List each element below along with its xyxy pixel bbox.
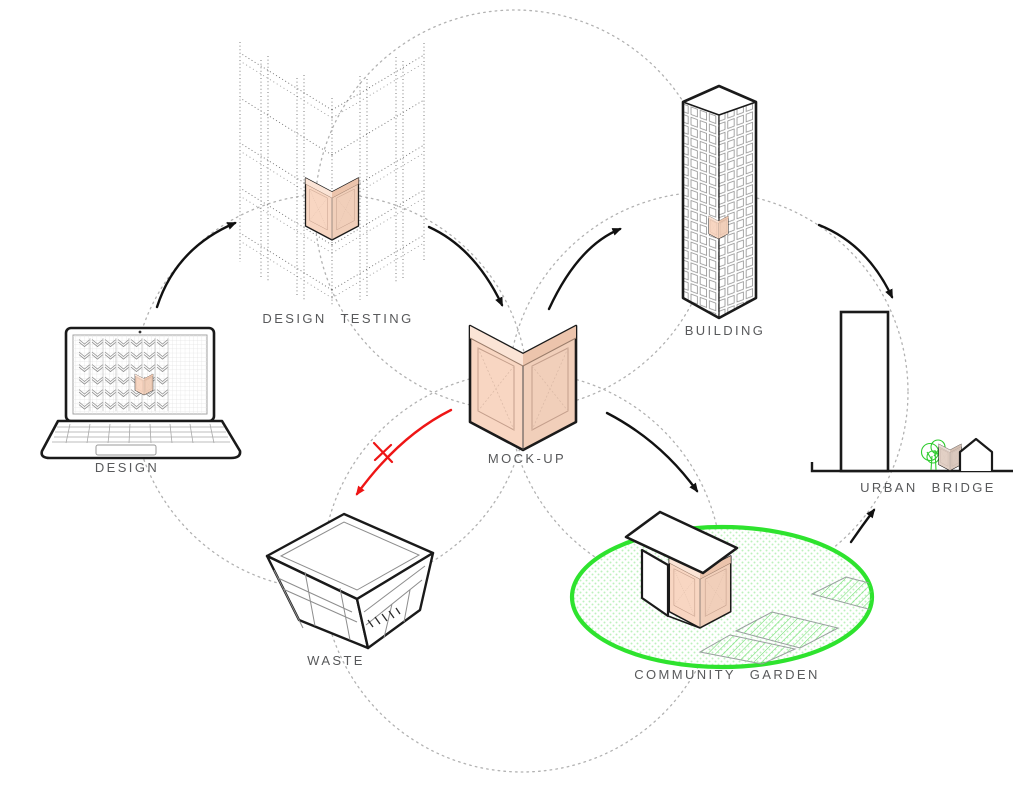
webcam-dot bbox=[138, 330, 142, 334]
design-illustration bbox=[40, 326, 242, 460]
community-garden-illustration bbox=[569, 510, 875, 670]
skyline-house bbox=[958, 437, 994, 471]
touchpad bbox=[95, 444, 157, 456]
arrow-design-to-design-testing bbox=[155, 221, 237, 309]
building-illustration bbox=[681, 84, 758, 320]
label-mock-up: MOCK-UP bbox=[487, 451, 567, 466]
garden-beds bbox=[698, 576, 872, 665]
label-urban-bridge: URBAN BRIDGE bbox=[860, 480, 996, 495]
label-design: DESIGN bbox=[94, 460, 160, 475]
arrow-mock-up-to-building bbox=[547, 227, 622, 311]
tree-icon bbox=[920, 439, 946, 471]
design-testing-illustration bbox=[239, 42, 425, 305]
label-community-garden: COMMUNITY GARDEN bbox=[634, 667, 820, 682]
label-waste: WASTE bbox=[307, 653, 365, 668]
reject-x-mark bbox=[372, 441, 394, 464]
garden-house bbox=[624, 510, 739, 629]
arrow-mock-up-to-community-garden bbox=[605, 411, 699, 493]
arrow-building-to-urban-bridge bbox=[817, 223, 894, 299]
urban-bridge-illustration bbox=[810, 310, 1013, 473]
arrow-mock-up-to-waste-rejected bbox=[355, 408, 453, 496]
label-building: BUILDING bbox=[684, 323, 766, 338]
skyline-tower bbox=[839, 310, 890, 473]
arrow-design-testing-to-mock-up bbox=[427, 225, 504, 307]
debris-marks bbox=[367, 607, 401, 628]
label-design-testing: DESIGN TESTING bbox=[262, 311, 414, 326]
arrow-community-garden-to-urban-bridge bbox=[849, 508, 876, 544]
waste-illustration bbox=[265, 512, 435, 650]
mock-up-illustration bbox=[468, 324, 578, 452]
